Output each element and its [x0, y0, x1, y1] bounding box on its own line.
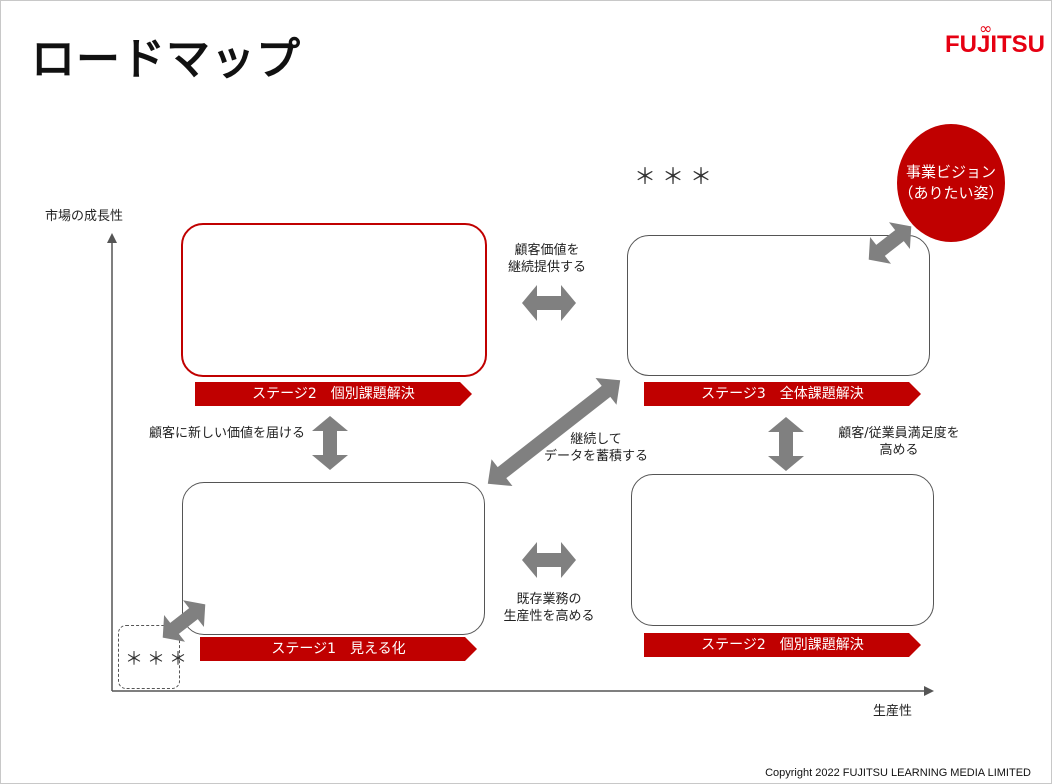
double-arrow-icon	[522, 285, 576, 321]
double-arrow-icon	[868, 222, 912, 264]
top-arrow-label-line2: 継続提供する	[507, 260, 586, 275]
fujitsu-logo: ∞ FUJITSU	[945, 19, 1045, 63]
bottom-arrow-label: 既存業務の 生産性を高める	[497, 591, 601, 625]
y-axis-label: 市場の成長性	[45, 209, 124, 224]
double-arrow-icon	[487, 377, 621, 487]
stage1-banner: ステージ1 見える化	[200, 637, 477, 661]
double-arrow-icon	[162, 600, 206, 642]
right-arrow-label: 顧客/従業員満足度を 高める	[827, 425, 971, 459]
infinity-icon: ∞	[979, 19, 993, 38]
stage2-bottom-box	[631, 474, 934, 626]
logo-text: FUJITSU	[945, 31, 1046, 58]
stars-bottom: ＊＊＊	[125, 649, 191, 670]
top-arrow-label-line1: 顧客価値を	[514, 243, 580, 258]
double-arrow-icon	[312, 416, 348, 470]
x-axis-arrowhead	[924, 686, 934, 696]
double-arrow-icon	[768, 417, 804, 471]
vision-line1: 事業ビジョン	[905, 163, 996, 181]
diag-arrow-label-line1: 継続して	[570, 432, 622, 447]
stage1-box	[182, 482, 485, 635]
stars-dashed-box	[118, 625, 180, 689]
stars-top: ＊＊＊	[634, 165, 719, 190]
x-axis-label: 生産性	[873, 704, 913, 719]
business-vision-circle: 事業ビジョン （ありたい姿）	[897, 124, 1005, 242]
right-arrow-label-line1: 顧客/従業員満足度を	[838, 426, 960, 441]
bottom-arrow-label-line1: 既存業務の	[516, 592, 582, 607]
diag-arrow-label: 継続して データを蓄積する	[541, 431, 651, 465]
stage2-top-box	[181, 223, 487, 377]
copyright: Copyright 2022 FUJITSU LEARNING MEDIA LI…	[765, 767, 1031, 779]
left-arrow-label: 顧客に新しい価値を届ける	[149, 426, 306, 441]
page-title: ロードマップ	[31, 34, 301, 85]
y-axis-arrowhead	[107, 233, 117, 243]
stage3-banner: ステージ3 全体課題解決	[644, 382, 921, 406]
bottom-arrow-label-line2: 生産性を高める	[503, 609, 595, 624]
right-arrow-label-line2: 高める	[879, 443, 919, 458]
diag-arrow-label-line2: データを蓄積する	[543, 449, 648, 464]
vision-line2: （ありたい姿）	[898, 184, 1004, 202]
double-arrow-icon	[522, 542, 576, 578]
top-arrow-label: 顧客価値を 継続提供する	[497, 242, 597, 276]
stage2-bottom-banner: ステージ2 個別課題解決	[644, 633, 921, 657]
stage2-top-banner: ステージ2 個別課題解決	[195, 382, 472, 406]
